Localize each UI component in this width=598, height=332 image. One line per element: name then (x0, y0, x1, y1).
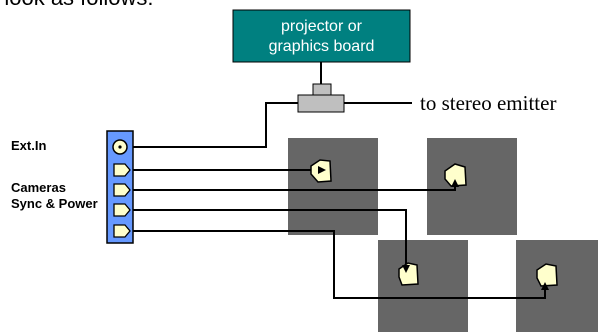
emitter-label: to stereo emitter (420, 91, 556, 115)
arrowheads (318, 166, 549, 290)
projector-box: projector or graphics board (232, 9, 411, 63)
cameras-label-line1: Cameras (11, 180, 66, 195)
emitter-connector (297, 83, 345, 113)
projector-box-line1: projector or (281, 18, 363, 35)
camera-square-1 (288, 138, 378, 235)
ext-in-label: Ext.In (11, 138, 46, 153)
camera-port-4 (113, 224, 131, 238)
ext-in-wire (131, 102, 298, 148)
arrowhead-3 (402, 265, 410, 273)
camera-port-2 (113, 183, 131, 197)
camera-wire-4 (131, 230, 546, 299)
arrowhead-4 (541, 282, 549, 290)
cameras-label-line2: Sync & Power (11, 196, 98, 211)
arrowhead-1 (318, 166, 326, 174)
camera-square-4 (516, 240, 598, 332)
arrowhead-2 (451, 179, 459, 187)
camera-port-3 (113, 203, 131, 217)
camera-wire-3 (131, 209, 407, 271)
camera-square-3 (378, 240, 468, 332)
camera-icon-4 (536, 263, 558, 287)
camera-port-1 (113, 163, 131, 177)
camera-square-2 (427, 138, 517, 235)
emitter-connector-top (312, 83, 332, 96)
emitter-connector-body (297, 94, 345, 113)
ext-in-port-center (118, 145, 122, 149)
projector-box-line2: graphics board (269, 38, 375, 55)
top-caption: d look as follows: (0, 0, 154, 10)
camera-icon-2 (444, 163, 467, 187)
connector-panel (106, 130, 134, 244)
projector-box-bg (232, 9, 411, 63)
